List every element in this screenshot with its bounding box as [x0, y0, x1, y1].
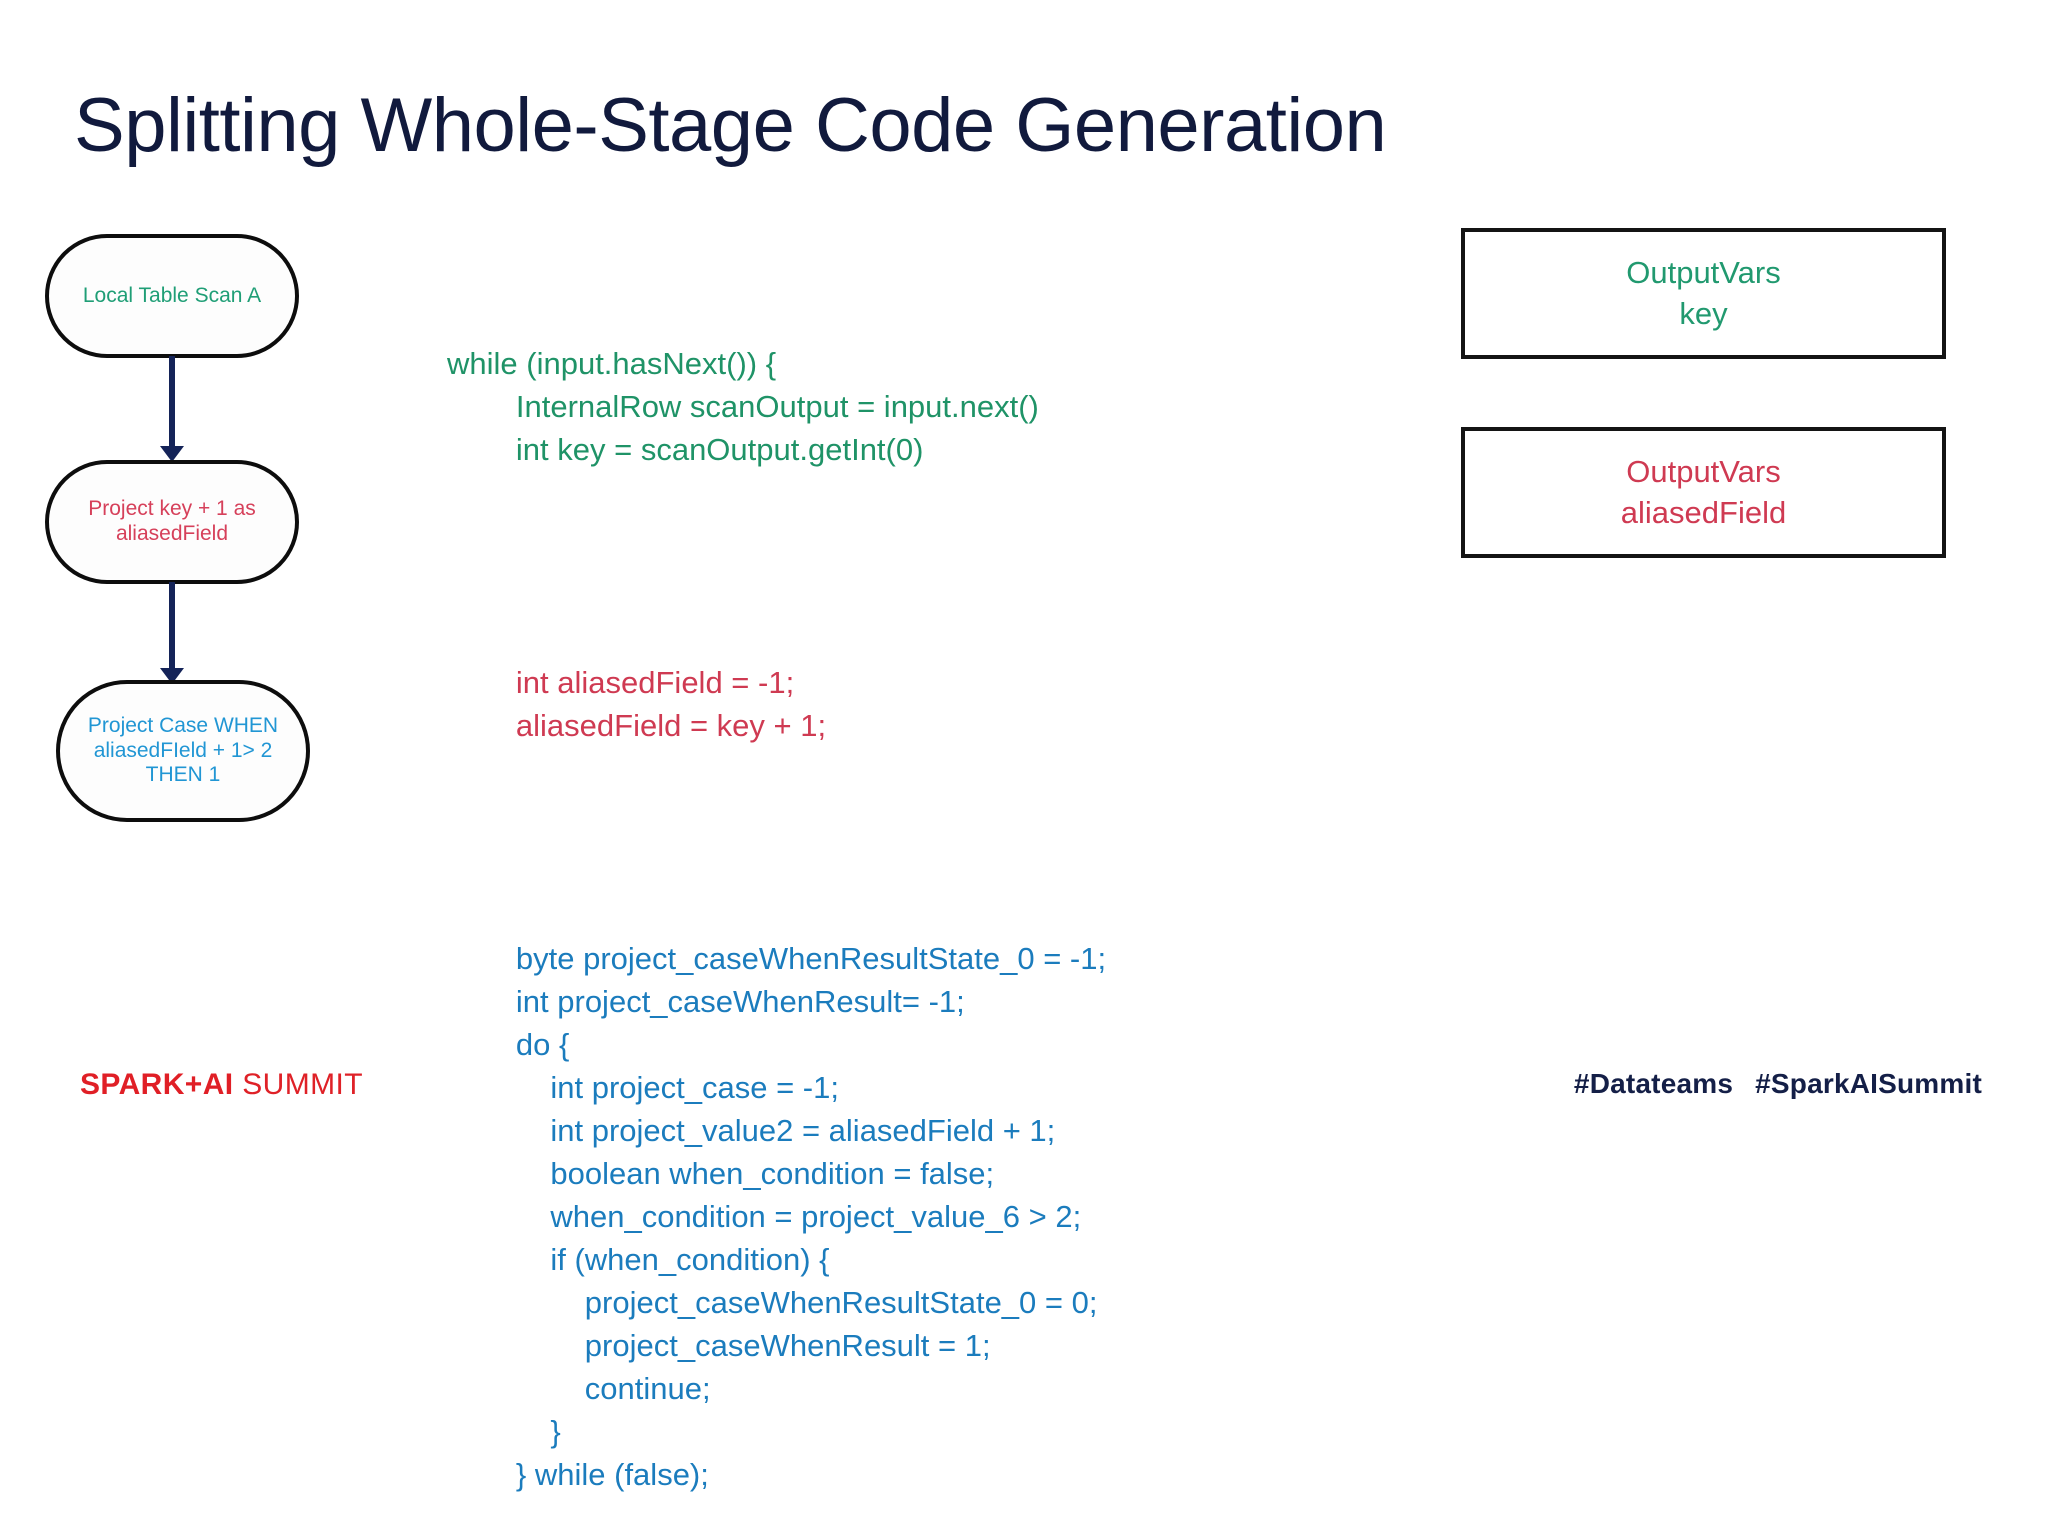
generated-code-block: while (input.hasNext()) { InternalRow sc…	[447, 256, 1106, 1539]
flow-node-local-table-scan-label: Local Table Scan A	[82, 283, 262, 307]
flow-node-project-aliased-field-label: Project key + 1 as aliasedField	[88, 497, 256, 545]
code-segment-project-alias: int aliasedField = -1; aliasedField = ke…	[515, 665, 827, 743]
logo-summit-text: SUMMIT	[233, 1068, 363, 1101]
output-vars-key-heading: OutputVars	[1626, 254, 1781, 290]
footer-hashtags: #Datateams #SparkAISummit	[1574, 1068, 1982, 1100]
output-vars-aliased-field-heading: OutputVars	[1626, 453, 1781, 489]
output-vars-aliased-field-value: aliasedField	[1620, 494, 1787, 530]
flow-node-project-aliased-field[interactable]: Project key + 1 as aliasedField	[45, 460, 299, 584]
logo-plus-ai-text: +AI	[184, 1068, 234, 1101]
code-segment-project-case: byte project_caseWhenResultState_0 = -1;…	[515, 941, 1107, 1492]
flow-node-local-table-scan[interactable]: Local Table Scan A	[45, 234, 299, 358]
code-spacer	[447, 833, 1106, 851]
output-vars-key-value: key	[1679, 295, 1728, 331]
flow-node-project-case-when-label: Project Case WHEN aliasedFIeld + 1> 2 TH…	[87, 713, 279, 787]
code-segment-scan: while (input.hasNext()) { InternalRow sc…	[447, 346, 1039, 467]
logo-spark-text: SPARK	[80, 1068, 185, 1101]
page-title: Splitting Whole-Stage Code Generation	[74, 83, 1387, 168]
flow-arrow-scan-to-project	[160, 356, 184, 462]
output-vars-box-aliased-field: OutputVars aliasedField	[1461, 427, 1946, 558]
spark-ai-summit-logo: SPARK+AI SUMMIT	[80, 1068, 363, 1102]
hashtag-sparkaisummit: #SparkAISummit	[1755, 1068, 1982, 1099]
output-vars-box-key: OutputVars key	[1461, 228, 1946, 359]
flow-arrow-project-to-case	[160, 582, 184, 684]
arrow-head-icon	[160, 446, 184, 462]
code-spacer	[447, 557, 1106, 575]
hashtag-datateams: #Datateams	[1573, 1068, 1734, 1099]
query-plan-flow-diagram: Local Table Scan A Project key + 1 as al…	[40, 220, 340, 880]
flow-node-project-case-when[interactable]: Project Case WHEN aliasedFIeld + 1> 2 TH…	[56, 680, 310, 822]
